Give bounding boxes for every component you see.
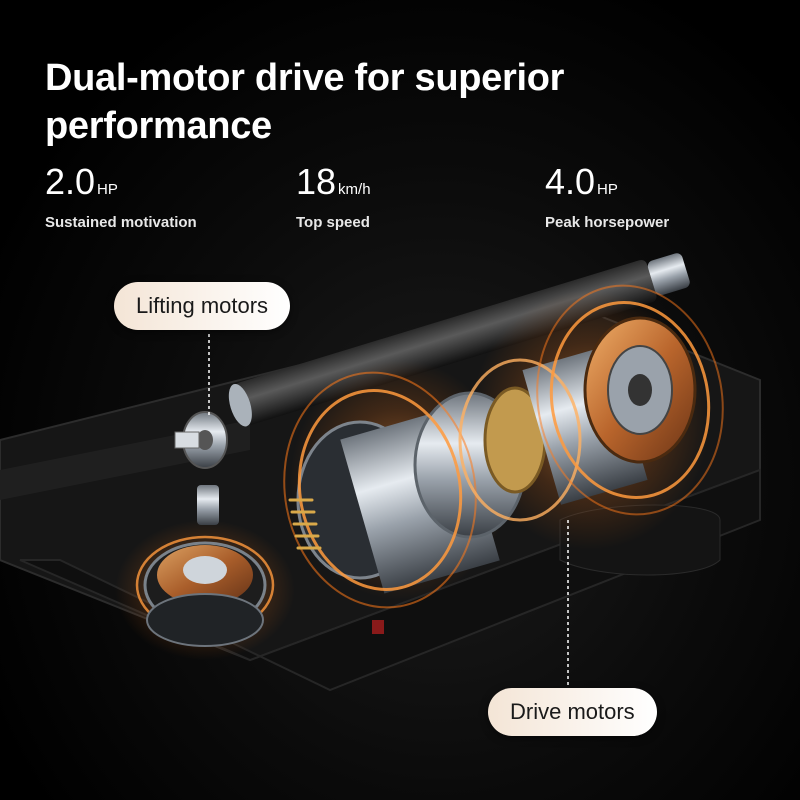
stat-caption: Top speed — [296, 214, 370, 231]
drive-motors-label: Drive motors — [488, 688, 657, 736]
page-title: Dual-motor drive for superior performanc… — [45, 57, 565, 147]
stat-caption: Sustained motivation — [45, 214, 197, 231]
stat-value: 4.0 — [545, 161, 596, 202]
stat-caption: Peak horsepower — [545, 214, 670, 231]
power-switch-icon — [372, 620, 384, 634]
lifting-motor-assembly — [135, 411, 275, 647]
stat-sustained-power: 2.0 HP Sustained motivation — [45, 160, 197, 231]
lifting-motors-label: Lifting motors — [114, 282, 291, 330]
stat-value: 18 — [296, 161, 337, 202]
stat-peak-power: 4.0 HP Peak horsepower — [545, 160, 669, 231]
stat-value: 2.0 — [45, 161, 96, 202]
stat-top-speed: 18 km/h Top speed — [296, 160, 371, 231]
drive-motor-assembly — [283, 284, 724, 609]
stat-unit: km/h — [338, 181, 371, 198]
stat-unit: HP — [97, 181, 118, 198]
stat-unit: HP — [597, 181, 618, 198]
